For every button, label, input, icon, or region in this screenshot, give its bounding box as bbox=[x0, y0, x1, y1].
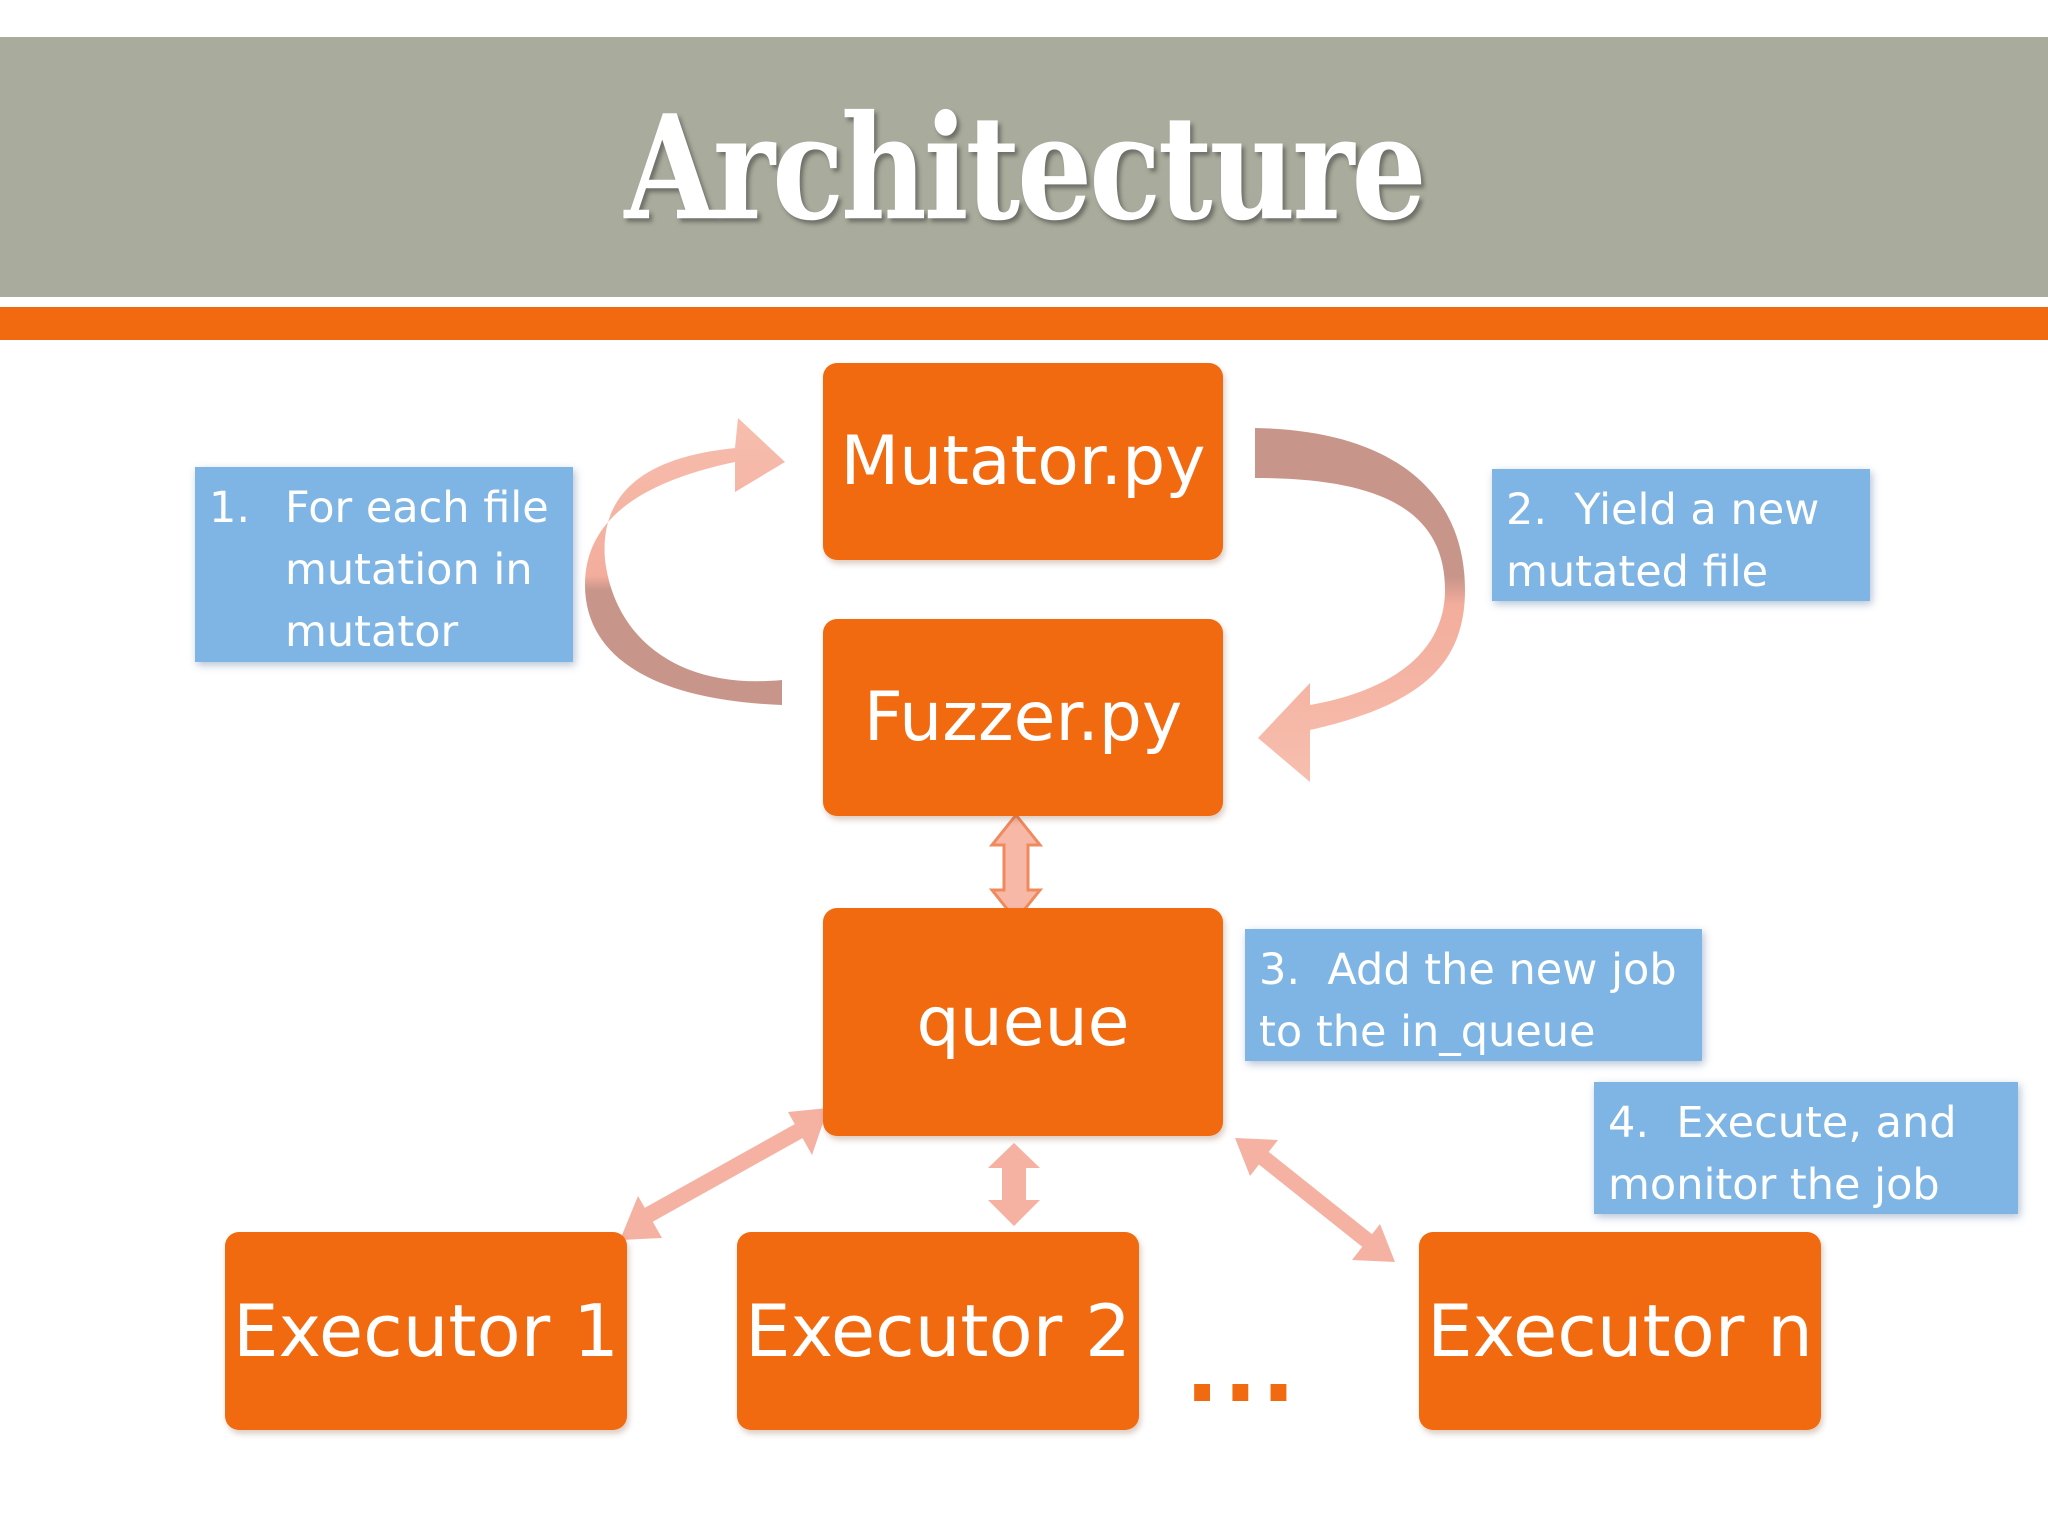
note-step-1-line-3: mutator bbox=[285, 607, 459, 657]
ellipsis: ... bbox=[1185, 1318, 1300, 1423]
mutator-box: Mutator.py bbox=[823, 363, 1223, 560]
note-step-3-line-2: to the in_queue bbox=[1259, 1007, 1596, 1057]
slide-title: Architecture bbox=[624, 82, 1426, 252]
note-step-1: 1. For each file mutation in mutator bbox=[195, 467, 573, 662]
note-step-4-line-2: monitor the job bbox=[1608, 1160, 1940, 1210]
executor-1-label: Executor 1 bbox=[233, 1289, 619, 1373]
note-step-2: 2. Yield a new mutated file bbox=[1492, 469, 1870, 601]
executor-1-box: Executor 1 bbox=[225, 1232, 627, 1430]
note-step-1-number: 1. bbox=[209, 483, 251, 533]
double-arrow-queue-executor1 bbox=[620, 1108, 828, 1240]
double-arrow-queue-executor2 bbox=[988, 1143, 1040, 1226]
queue-label: queue bbox=[916, 982, 1130, 1062]
note-step-4-number: 4. bbox=[1608, 1098, 1650, 1148]
note-step-2-line-1-text: Yield a new bbox=[1574, 485, 1820, 535]
note-step-1-line-1: For each file bbox=[285, 483, 549, 533]
mutator-label: Mutator.py bbox=[840, 422, 1206, 501]
note-step-4: 4. Execute, and monitor the job bbox=[1594, 1082, 2018, 1214]
note-step-3: 3. Add the new job to the in_queue bbox=[1245, 929, 1702, 1061]
note-step-1-line-2: mutation in bbox=[285, 545, 533, 595]
fuzzer-label: Fuzzer.py bbox=[863, 678, 1183, 757]
double-arrow-queue-executor-n bbox=[1235, 1138, 1395, 1262]
note-step-2-line-2: mutated file bbox=[1506, 547, 1769, 597]
note-step-4-line-1-text: Execute, and bbox=[1676, 1098, 1957, 1148]
fuzzer-box: Fuzzer.py bbox=[823, 619, 1223, 816]
header-band bbox=[0, 37, 2048, 297]
curved-arrow-left bbox=[585, 418, 785, 705]
accent-bar bbox=[0, 307, 2048, 340]
queue-box: queue bbox=[823, 908, 1223, 1136]
executor-2-box: Executor 2 bbox=[737, 1232, 1139, 1430]
curved-arrow-right bbox=[1255, 428, 1465, 782]
note-step-2-line-1: 2. Yield a new bbox=[1506, 479, 1856, 541]
note-step-4-line-1: 4. Execute, and bbox=[1608, 1092, 2004, 1154]
note-step-3-line-1-text: Add the new job bbox=[1327, 945, 1677, 995]
executor-n-box: Executor n bbox=[1419, 1232, 1821, 1430]
note-step-3-line-1: 3. Add the new job bbox=[1259, 939, 1688, 1001]
note-step-3-number: 3. bbox=[1259, 945, 1301, 995]
executor-2-label: Executor 2 bbox=[745, 1289, 1131, 1373]
note-step-2-number: 2. bbox=[1506, 485, 1548, 535]
double-arrow-fuzzer-queue bbox=[988, 812, 1044, 923]
executor-n-label: Executor n bbox=[1427, 1289, 1813, 1373]
